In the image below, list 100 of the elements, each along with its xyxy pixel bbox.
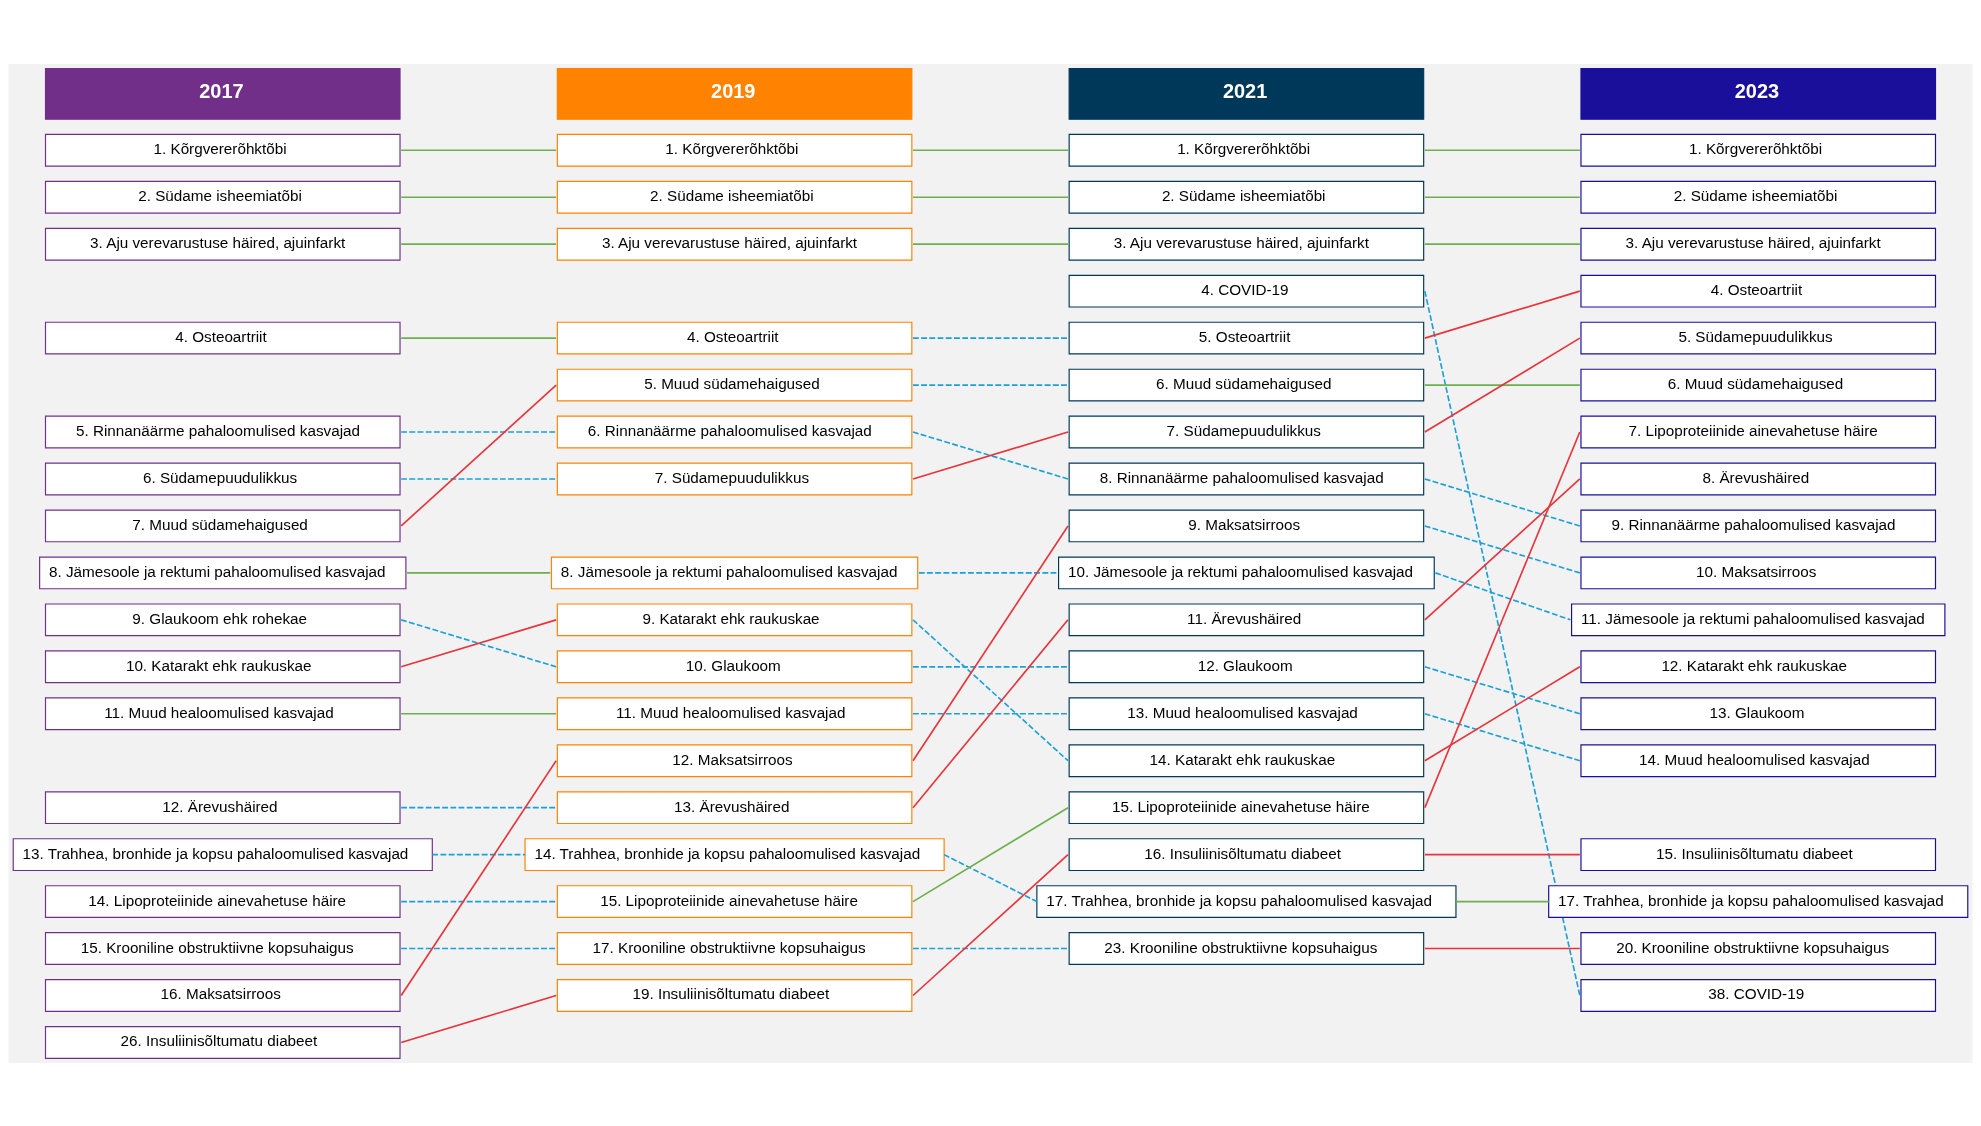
node-box: 2. Südame isheemiatõbi [44,180,401,214]
node-box: 1. Kõrgvererõhktõbi [44,133,401,167]
connector [1424,947,1581,949]
node-box: 6. Rinnanäärme pahaloomulised kasvajad [556,415,913,448]
connector [912,383,1069,386]
connector [912,806,1069,902]
connector [1424,336,1581,433]
node-box: 10. Glaukoom [556,649,913,683]
node-box: 10. Jämesoole ja rektumi pahaloomulised kasvajad [1058,555,1435,589]
connector [400,900,557,902]
node-box: 3. Aju verevarustuse häired, ajuinfarkt [1068,227,1425,261]
node-box: 11. Muud healoomulised kasvajad [44,696,401,730]
node-box: 17. Trahhea, bronhide ja kopsu pahaloomulised kasvajad [1548,884,1969,918]
node-box: 8. Ärevushäired [1580,462,1937,495]
connector [1424,712,1581,762]
connector [1424,148,1581,151]
node-box: 2. Südame isheemiatõbi [1068,180,1425,214]
connector [400,477,557,480]
node-box: 17. Trahhea, bronhide ja kopsu pahaloomulised kasvajad [1036,884,1457,918]
node-box: 38. COVID-19 [1580,978,1937,1012]
node-box: 15. Krooniline obstruktiivne kopsuhaigus [44,931,401,965]
node-box: 1. Kõrgvererõhktõbi [1068,133,1425,167]
node-box: 13. Trahhea, bronhide ja kopsu pahaloomulised kasvajad [12,837,433,871]
connector [400,430,557,433]
node-box: 5. Muud südamehaigused [556,368,913,401]
connector [400,383,557,527]
connector [912,665,1069,668]
node-box: 10. Maksatsirroos [1580,555,1937,589]
node-box: 6. Muud südamehaigused [1580,368,1937,401]
node-box: 20. Krooniline obstruktiivne kopsuhaigus [1580,931,1937,965]
connector [912,430,1069,480]
connector [400,994,557,1043]
connector [912,195,1069,198]
node-box: 13. Glaukoom [1580,696,1937,730]
connector [1424,289,1581,996]
node-box: 6. Muud südamehaigused [1068,368,1425,401]
node-box: 5. Osteoartriit [1068,321,1425,355]
connector [400,618,557,668]
node-box: 19. Insuliinisõltumatu diabeet [556,978,913,1012]
connector [912,853,1069,996]
node-box: 8. Jämesoole ja rektumi pahaloomulised kasvajad [550,555,919,589]
node-box: 12. Glaukoom [1068,649,1425,683]
connector [1434,571,1572,621]
connector [400,712,557,715]
node-box: 10. Katarakt ehk raukuskae [44,649,401,683]
connector [1455,900,1550,902]
node-box: 1. Kõrgvererõhktõbi [1580,133,1937,167]
node-box: 16. Insuliinisõltumatu diabeet [1068,837,1425,871]
node-box: 3. Aju verevarustuse häired, ajuinfarkt [1580,227,1937,261]
connector [912,524,1069,762]
connector [1424,242,1581,245]
node-box: 23. Krooniline obstruktiivne kopsuhaigus [1068,931,1425,965]
node-box: 9. Maksatsirroos [1068,509,1425,542]
node-box: 11. Jämesoole ja rektumi pahaloomulised kasvajad [1571,602,1946,636]
node-box: 13. Ärevushäired [556,790,913,824]
connector [400,336,557,339]
connector [400,242,557,245]
node-box: 8. Jämesoole ja rektumi pahaloomulised kasvajad [39,555,407,589]
node-box: 13. Muud healoomulised kasvajad [1068,696,1425,730]
connector [1424,665,1581,762]
node-box: 3. Aju verevarustuse häired, ajuinfarkt [556,227,913,261]
connector [1424,195,1581,198]
connector [1424,289,1581,339]
node-box: 7. Lipoproteiinide ainevahetuse häire [1580,415,1937,448]
connector [1424,477,1581,527]
connector [1424,665,1581,715]
node-box: 4. Osteoartriit [1580,274,1937,308]
node-box: 2023 [1580,67,1937,120]
node-box: 12. Maksatsirroos [556,743,913,777]
node-box: 2017 [44,67,401,120]
node-box: 4. COVID-19 [1068,274,1425,308]
node-box: 5. Rinnanäärme pahaloomulised kasvajad [44,415,401,448]
connector [400,806,557,808]
node-box: 9. Rinnanäärme pahaloomulised kasvajad [1580,509,1937,542]
node-box: 14. Lipoproteiinide ainevahetuse häire [44,884,401,918]
node-box: 7. Südamepuudulikkus [556,462,913,495]
node-box: 14. Trahhea, bronhide ja kopsu pahaloomulised kasvajad [524,837,945,871]
node-box: 8. Rinnanäärme pahaloomulised kasvajad [1068,462,1425,495]
node-box: 2. Südame isheemiatõbi [556,180,913,214]
connector [400,148,557,151]
connector [912,618,1069,808]
connector [912,712,1069,715]
node-box: 3. Aju verevarustuse häired, ajuinfarkt [44,227,401,261]
node-box: 12. Katarakt ehk raukuskae [1580,649,1937,683]
connector [912,947,1069,949]
node-box: 15. Lipoproteiinide ainevahetuse häire [1068,790,1425,824]
node-box: 2021 [1068,67,1425,120]
node-box: 15. Lipoproteiinide ainevahetuse häire [556,884,913,918]
node-box: 11. Muud healoomulised kasvajad [556,696,913,730]
node-box: 4. Osteoartriit [44,321,401,355]
node-box: 9. Katarakt ehk raukuskae [556,602,913,636]
connector [1424,477,1581,621]
node-box: 26. Insuliinisõltumatu diabeet [44,1025,401,1059]
connector [400,947,557,949]
connector [912,336,1069,339]
node-box: 14. Katarakt ehk raukuskae [1068,743,1425,777]
node-box: 2. Südame isheemiatõbi [1580,180,1937,214]
connector [943,853,1038,902]
connector [1424,430,1581,808]
connector [918,571,1059,574]
